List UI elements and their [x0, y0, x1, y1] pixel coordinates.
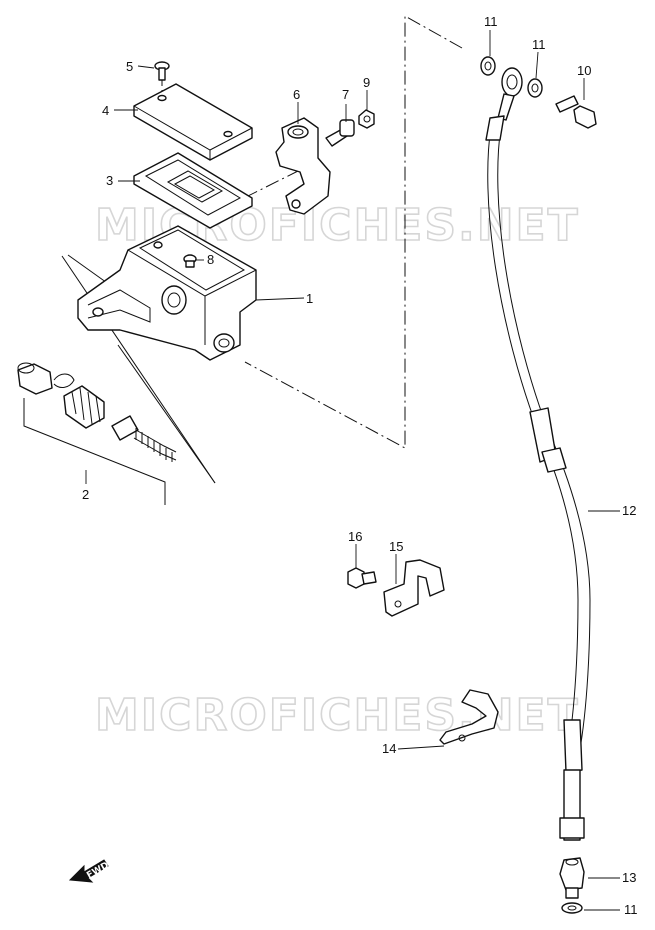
bolt-part-7 [325, 119, 355, 147]
callout-13: 13 [622, 870, 636, 885]
washer-part-11-top-right [527, 78, 543, 98]
piston-assembly-part-2 [17, 362, 177, 462]
callout-11-top-left: 11 [484, 14, 498, 29]
screw-part-8 [183, 254, 197, 268]
callout-15: 15 [389, 539, 403, 554]
clamp-part-6 [275, 117, 331, 215]
callout-5: 5 [126, 59, 133, 74]
callout-7: 7 [342, 87, 349, 102]
callout-labels: 1 2 3 4 5 6 7 8 9 10 11 11 11 12 13 14 1… [82, 14, 638, 917]
callout-11-top-right: 11 [532, 37, 546, 52]
fitting-part-13 [559, 857, 585, 899]
callout-10: 10 [577, 63, 591, 78]
master-cylinder-part-1 [77, 225, 257, 361]
fwd-arrow-icon: FWD [68, 859, 111, 883]
callout-1: 1 [306, 291, 313, 306]
watermark-bottom: MICROFICHES.NET [95, 690, 580, 741]
reservoir-cap-part-4 [133, 83, 253, 161]
screw-part-5 [154, 61, 170, 81]
callout-6: 6 [293, 87, 300, 102]
callout-16: 16 [348, 529, 362, 544]
banjo-bolt-part-10 [555, 95, 597, 129]
brake-hose-part-12 [485, 67, 591, 841]
callout-14: 14 [382, 741, 396, 756]
washer-part-11-top-left [480, 56, 496, 76]
callout-11-bottom: 11 [624, 902, 638, 917]
bracket-part-15 [383, 559, 445, 617]
callout-4: 4 [102, 103, 109, 118]
callout-8: 8 [207, 252, 214, 267]
callout-12: 12 [622, 503, 636, 518]
hose-clamp-part-14 [439, 689, 499, 745]
nut-part-9 [358, 109, 375, 129]
diaphragm-part-3 [133, 152, 253, 229]
callout-2: 2 [82, 487, 89, 502]
callout-9: 9 [363, 75, 370, 90]
washer-part-11-bottom [561, 902, 583, 914]
callout-leaders [85, 30, 620, 911]
bolt-part-16 [347, 567, 377, 589]
callout-3: 3 [106, 173, 113, 188]
